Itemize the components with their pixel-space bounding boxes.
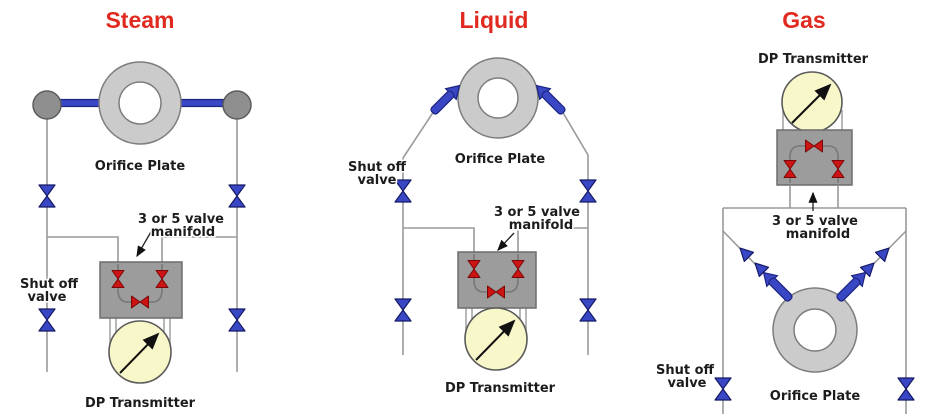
liquid-tap-line-left xyxy=(402,110,435,159)
liquid-manifold-label-line2: manifold xyxy=(509,218,573,233)
steam-manifold-pointer-arrow xyxy=(136,229,153,258)
gas-shutoff-valve-icon-right xyxy=(897,377,915,401)
liquid-shutoff-label-line2: valve xyxy=(358,173,397,188)
liquid-branch-right xyxy=(517,227,588,253)
steam-process-pipe-left xyxy=(59,98,100,108)
steam-condensate-pot-left xyxy=(32,90,62,120)
steam-shutoff-valve-icon-left-bottom xyxy=(38,308,56,332)
steam-condensate-pot-right xyxy=(222,90,252,120)
steam-process-pipe-right xyxy=(180,98,224,108)
liquid-shutoff-label-line1: Shut off xyxy=(348,160,407,175)
steam-shutoff-valve-icon-right-bottom xyxy=(228,308,246,332)
steam-transmitter-needle xyxy=(119,332,160,374)
steam-manifold-label-line1: 3 or 5 valve xyxy=(138,212,224,227)
liquid-branch-left xyxy=(403,227,475,253)
gas-dp-transmitter-label: DP Transmitter xyxy=(758,52,869,67)
steam-dp-transmitter-label: DP Transmitter xyxy=(85,396,196,411)
gas-process-tap-right xyxy=(832,266,872,306)
gas-process-tap-left xyxy=(757,266,797,306)
liquid-orifice-plate-label: Orifice Plate xyxy=(455,152,546,167)
gas-orifice-bore xyxy=(793,308,837,352)
steam-shutoff-valve-icon-left-top xyxy=(38,184,56,208)
liquid-manifold-label-line1: 3 or 5 valve xyxy=(494,205,580,220)
steam-branch-left xyxy=(47,236,119,263)
steam-orifice-plate-label: Orifice Plate xyxy=(95,159,186,174)
gas-shutoff-label-line1: Shut off xyxy=(656,363,715,378)
liquid-transmitter-needle xyxy=(475,319,516,361)
gas-manifold-label-line1: 3 or 5 valve xyxy=(772,214,858,229)
liquid-dp-transmitter-label: DP Transmitter xyxy=(445,381,556,396)
liquid-tap-line-right xyxy=(561,110,589,156)
liquid-shutoff-valve-icon-right-bottom xyxy=(579,298,597,322)
liquid-shutoff-valve-icon-right-top xyxy=(579,179,597,203)
steam-manifold-label-line2: manifold xyxy=(151,225,215,240)
gas-shutoff-label-line2: valve xyxy=(668,376,707,391)
liquid-shutoff-valve-icon-left-bottom xyxy=(394,298,412,322)
steam-shutoff-label-line1: Shut off xyxy=(20,277,79,292)
liquid-manifold-pointer-arrow xyxy=(497,232,515,251)
steam-diagram: Steam Orifice Plate Shut off valve 3 or … xyxy=(18,7,252,413)
steam-shutoff-valve-icon-right-top xyxy=(228,184,246,208)
gas-transmitter-needle xyxy=(791,83,832,124)
liquid-orifice-bore xyxy=(477,77,519,119)
liquid-title: Liquid xyxy=(460,7,529,33)
gas-diagram: Gas DP Transmitter Shut off valve 3 or 5 xyxy=(654,7,915,414)
steam-branch-right xyxy=(161,236,237,263)
liquid-diagram: Liquid Orifice Plate Shut off valve 3 or… xyxy=(346,7,597,398)
steam-shutoff-label-line2: valve xyxy=(28,290,67,305)
gas-title: Gas xyxy=(782,7,825,33)
steam-title: Steam xyxy=(105,7,174,33)
gas-orifice-plate-label: Orifice Plate xyxy=(770,389,861,404)
steam-orifice-bore xyxy=(118,81,162,125)
gas-manifold-label-line2: manifold xyxy=(786,227,850,242)
gas-shutoff-valve-icon-left xyxy=(714,377,732,401)
liquid-shutoff-valve-icon-left-top xyxy=(394,179,412,203)
